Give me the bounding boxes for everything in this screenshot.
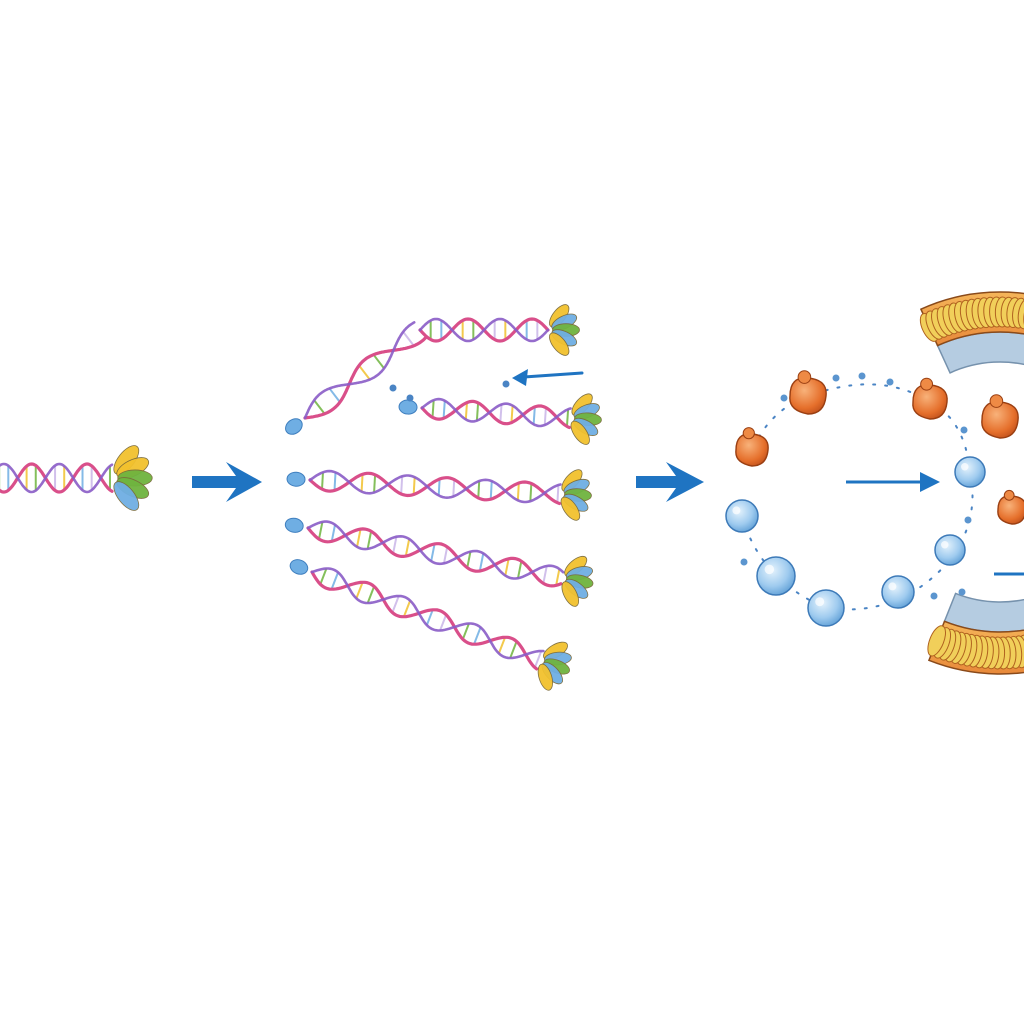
dna-helix-icon	[289, 559, 572, 691]
dna-helix-icon	[285, 321, 428, 435]
particle-dot	[406, 394, 414, 402]
arrow-right-icon	[192, 462, 262, 502]
replicated-dna-group	[284, 304, 602, 691]
particle-dot	[502, 380, 510, 388]
arrow-right-icon	[846, 472, 940, 492]
vesicle-icon	[756, 556, 796, 596]
protein-icon	[981, 394, 1019, 439]
vesicle-icon	[881, 575, 915, 609]
particle-dot	[780, 394, 788, 402]
particle-dot	[964, 516, 972, 524]
dna-helix-icon	[398, 393, 602, 445]
membrane-icon	[919, 291, 1024, 675]
dna-helix-icon	[286, 469, 592, 521]
vesicle-icon	[934, 534, 966, 566]
protein-icon	[912, 377, 948, 420]
protein-icon	[789, 370, 827, 415]
particle-dot	[740, 558, 748, 566]
particle-dot	[886, 378, 894, 386]
vesicle-ring	[725, 370, 1024, 627]
vesicle-icon	[725, 499, 759, 533]
arrow-right-icon	[636, 462, 704, 502]
dna-helix-icon	[284, 517, 594, 607]
vesicle-icon	[954, 456, 986, 488]
single-dna-helix	[0, 445, 153, 511]
particle-dot	[930, 592, 938, 600]
particle-dot	[832, 374, 840, 382]
particle-dot	[858, 372, 866, 380]
vesicle-icon	[807, 589, 845, 627]
particle-dot	[960, 426, 968, 434]
particle-dot	[958, 588, 966, 596]
protein-icon	[735, 427, 769, 467]
arrow-left-icon	[512, 369, 584, 386]
membrane-transport-group	[725, 291, 1024, 675]
dna-helix-icon	[0, 445, 153, 511]
particle-dot	[389, 384, 397, 392]
protein-icon	[997, 489, 1024, 525]
dna-helix-icon	[418, 304, 580, 356]
